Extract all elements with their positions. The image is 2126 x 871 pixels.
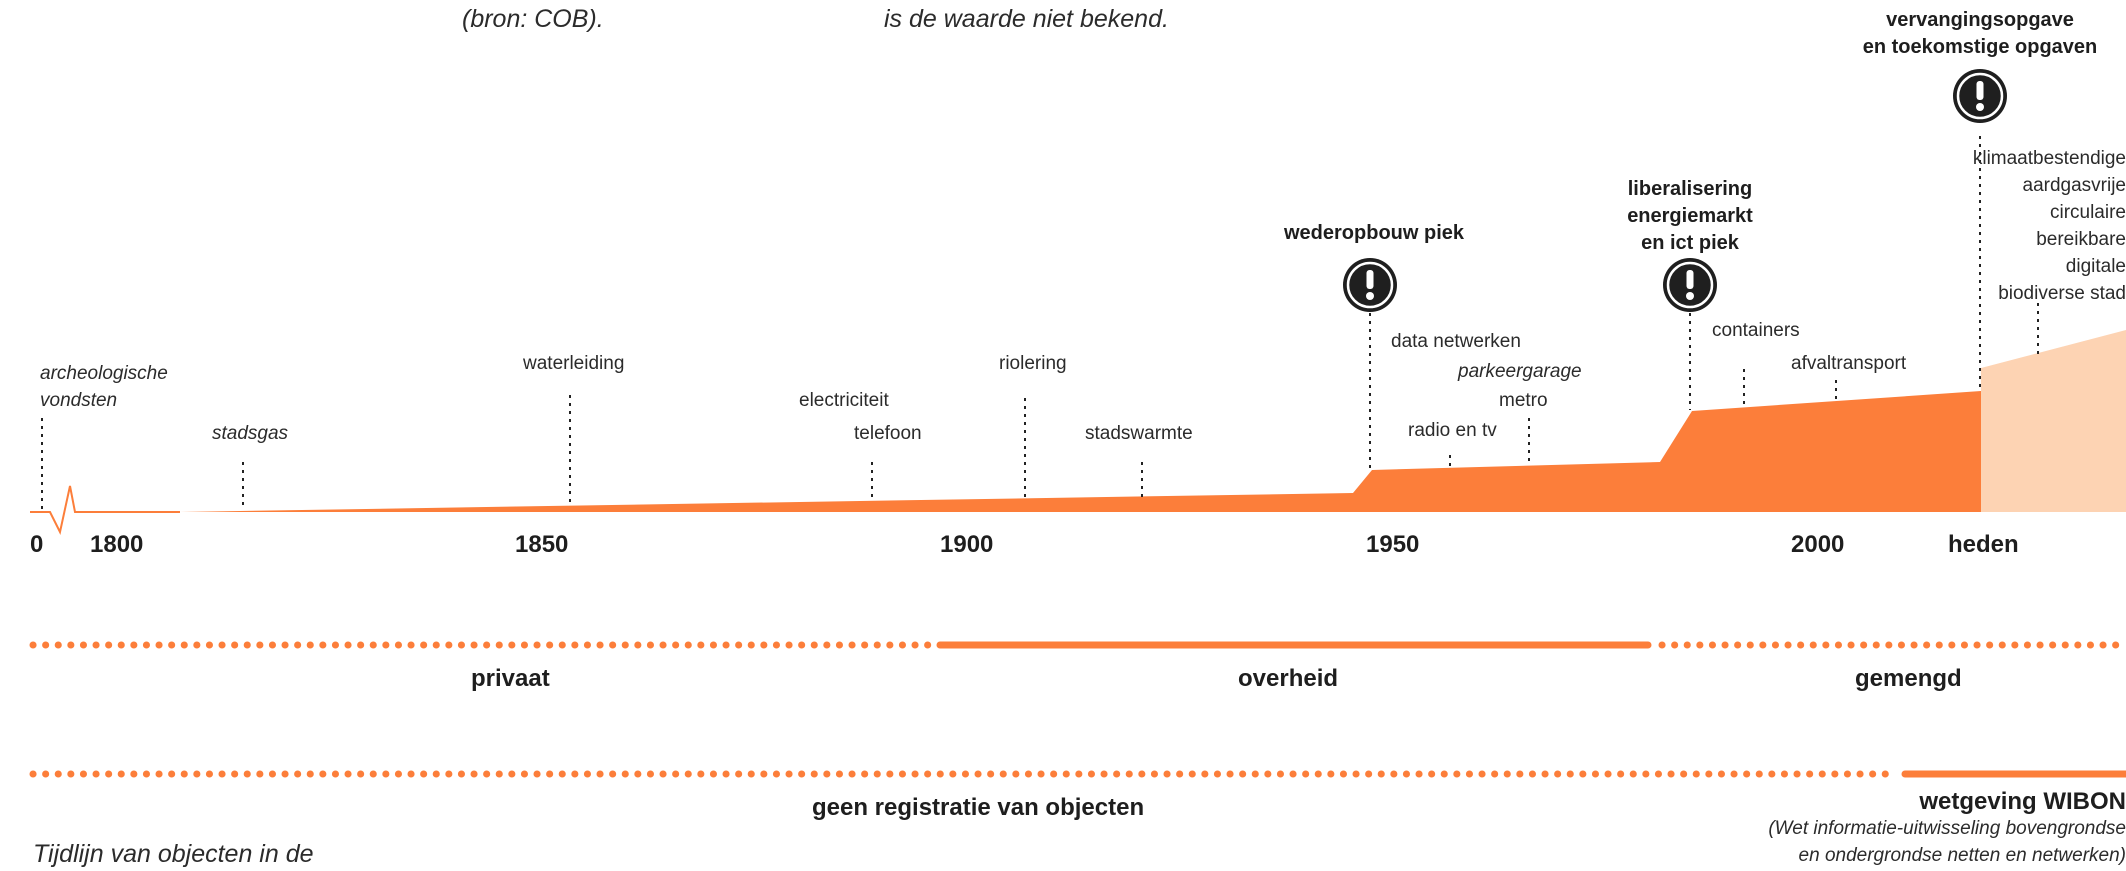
object-metro: metro bbox=[1499, 390, 1548, 411]
object-data-netwerken: data netwerken bbox=[1391, 331, 1521, 352]
object-radio-tv: radio en tv bbox=[1408, 420, 1497, 441]
future-task-item: biodiverse stad bbox=[1998, 283, 2126, 304]
object-archeologische: archeologische vondsten bbox=[40, 360, 168, 414]
object-label-line: vondsten bbox=[40, 390, 118, 411]
future-task-item: aardgasvrije bbox=[2022, 175, 2126, 196]
future-task-item: circulaire bbox=[2049, 202, 2126, 223]
object-telefoon: telefoon bbox=[854, 423, 922, 444]
exclamation-circle-icon bbox=[1343, 258, 1397, 312]
future-tasks-list: klimaatbestendige aardgasvrije circulair… bbox=[1900, 145, 2126, 307]
object-waterleiding: waterleiding bbox=[523, 353, 625, 374]
exclamation-circle-icon bbox=[1953, 69, 2007, 123]
peak-liberalisering-line: liberalisering bbox=[1627, 178, 1753, 200]
axis-tick-label: 1800 bbox=[90, 531, 144, 558]
future-area bbox=[1981, 330, 2126, 512]
future-task-item: klimaatbestendige bbox=[1972, 148, 2126, 169]
peak-liberalisering-label: liberalisering energiemarkt en ict piek bbox=[1590, 176, 1790, 257]
peak-liberalisering-line: energiemarkt bbox=[1627, 205, 1753, 227]
band-privaat: privaat bbox=[471, 665, 550, 692]
band-overheid: overheid bbox=[1238, 665, 1339, 692]
object-afvaltransport: afvaltransport bbox=[1791, 353, 1907, 374]
wibon-note: (Wet informatie-uitwisseling bovengronds… bbox=[1700, 815, 2126, 869]
peak-wederopbouw-label: wederopbouw piek bbox=[1284, 222, 1465, 244]
band-registration: geen registratie van objecten bbox=[812, 794, 1145, 821]
origin-baseline bbox=[30, 485, 180, 535]
object-containers: containers bbox=[1712, 320, 1800, 341]
future-task-item: digitale bbox=[2065, 256, 2126, 277]
axis-tick-label: 1900 bbox=[940, 531, 994, 558]
peak-vervanging-label: vervangingsopgave en toekomstige opgaven bbox=[1830, 7, 2126, 61]
object-riolering: riolering bbox=[999, 353, 1067, 374]
object-stadsgas: stadsgas bbox=[212, 423, 289, 444]
exclamation-circle-icon bbox=[1663, 258, 1717, 312]
wibon-note-line: en ondergrondse netten en netwerken) bbox=[1798, 845, 2126, 866]
future-task-item: bereikbare bbox=[2036, 229, 2126, 250]
band-wibon: wetgeving WIBON bbox=[1919, 788, 2126, 815]
caption-title: Tijdlijn van objecten in de bbox=[33, 840, 314, 868]
source-note: (bron: COB). bbox=[462, 5, 604, 33]
unknown-value-note: is de waarde niet bekend. bbox=[884, 5, 1169, 33]
object-electriciteit: electriciteit bbox=[799, 390, 889, 411]
axis-tick-label: 0 bbox=[30, 531, 44, 558]
object-label-line: archeologische bbox=[40, 363, 168, 384]
object-stadswarmte: stadswarmte bbox=[1085, 423, 1193, 444]
peak-vervanging-line: en toekomstige opgaven bbox=[1862, 36, 2098, 58]
axis-tick-label: 1950 bbox=[1366, 531, 1420, 558]
axis-tick-label: 1850 bbox=[515, 531, 569, 558]
wibon-note-line: (Wet informatie-uitwisseling bovengronds… bbox=[1768, 818, 2126, 839]
axis-tick-label: 2000 bbox=[1791, 531, 1845, 558]
peak-liberalisering-line: en ict piek bbox=[1641, 232, 1739, 254]
object-parkeergarage: parkeergarage bbox=[1458, 361, 1582, 382]
axis-tick-label: heden bbox=[1948, 531, 2019, 558]
peak-vervanging-line: vervangingsopgave bbox=[1886, 9, 2074, 31]
volume-area bbox=[180, 391, 1981, 512]
band-gemengd: gemengd bbox=[1855, 665, 1962, 692]
leader-lines bbox=[41, 136, 2039, 512]
